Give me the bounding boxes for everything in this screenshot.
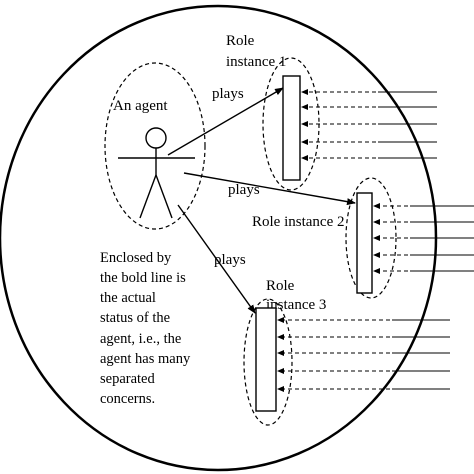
plays-arrow-3 (177, 204, 256, 314)
role-instance-3: Role instance 3 (243, 278, 450, 426)
role-instance-1: Role instance 1 (226, 33, 437, 191)
role2-box (356, 192, 373, 294)
plays-label-2: plays (228, 182, 260, 198)
role2-ellipse (345, 177, 397, 299)
role1-name-line-1: Role (226, 33, 255, 49)
note-line-6: agent has many (100, 351, 191, 367)
role3-input-arrows (277, 317, 450, 392)
plays-label-1: plays (212, 86, 244, 102)
role2-input-arrows (373, 203, 474, 274)
role1-box (282, 75, 301, 181)
agent-label: An agent (113, 98, 168, 114)
plays-arrow-1 (167, 87, 284, 156)
status-note: Enclosed by the bold line is the actual … (100, 250, 191, 407)
role1-name-line-2: instance 1 (226, 54, 286, 70)
role3-ellipse (243, 298, 293, 426)
note-line-1: Enclosed by (100, 250, 172, 266)
stick-figure-icon (118, 127, 195, 219)
note-line-5: agent, i.e., the (100, 331, 181, 347)
role3-box (255, 307, 277, 412)
plays-label-3: plays (214, 252, 246, 268)
note-line-3: the actual (100, 290, 156, 306)
note-line-2: the bold line is (100, 270, 186, 286)
note-line-7: separated (100, 371, 155, 387)
role1-input-arrows (301, 89, 437, 161)
note-line-4: status of the (100, 310, 170, 326)
plays-arrow-2 (183, 172, 356, 206)
agent-ellipse (104, 62, 206, 230)
role3-name-line-1: Role (266, 278, 295, 294)
note-line-8: concerns. (100, 391, 155, 407)
role-instance-2: Role instance 2 (252, 177, 474, 299)
role2-name-line-1: Role instance 2 (252, 214, 344, 230)
